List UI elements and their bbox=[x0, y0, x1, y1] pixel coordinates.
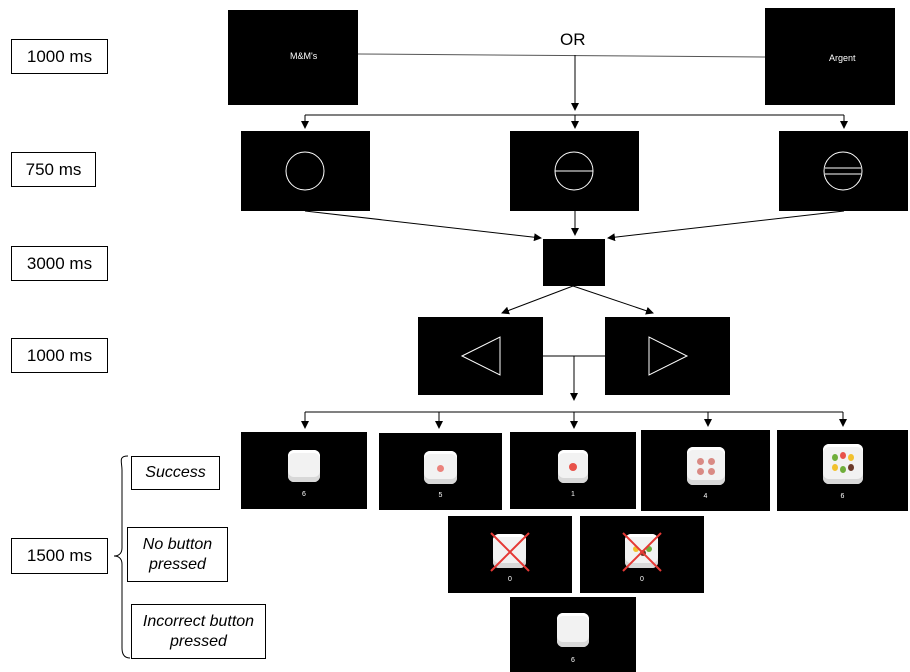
empty-bowl-icon bbox=[288, 450, 320, 482]
outcome-label-success: Success bbox=[131, 456, 220, 490]
shape-panel-circle-two-lines bbox=[779, 131, 908, 211]
reward-count: 6 bbox=[302, 491, 306, 498]
reward-panel-no-button-2: 0 bbox=[580, 516, 704, 593]
reward-count: 0 bbox=[508, 576, 512, 583]
shape-panel-circle bbox=[241, 131, 370, 211]
response-panel-right bbox=[605, 317, 730, 395]
reward-panel-success-3: 1 bbox=[510, 432, 636, 509]
empty-bowl-icon bbox=[557, 613, 589, 647]
reward-panel-success-4: 4 bbox=[641, 430, 770, 511]
outcome-label-no-button: No button pressed bbox=[127, 527, 228, 582]
time-label-cue: 1000 ms bbox=[11, 39, 108, 74]
or-label: OR bbox=[560, 30, 586, 49]
reward-count: 1 bbox=[571, 491, 575, 498]
shape-panel-circle-one-line bbox=[510, 131, 639, 211]
circle-one-line-icon bbox=[554, 151, 594, 191]
bowl-six-candies-icon bbox=[823, 444, 863, 484]
response-panel-left bbox=[418, 317, 543, 395]
bowl-one-candy-icon bbox=[558, 450, 588, 483]
cross-icon bbox=[490, 532, 530, 572]
reward-panel-success-5: 6 bbox=[777, 430, 908, 511]
reward-panel-no-button-1: 0 bbox=[448, 516, 572, 593]
delay-panel bbox=[543, 239, 605, 286]
reward-panel-incorrect: 6 bbox=[510, 597, 636, 672]
reward-panel-success-1: 6 bbox=[241, 432, 367, 509]
left-triangle-icon bbox=[460, 336, 501, 376]
bowl-four-candies-icon bbox=[687, 447, 725, 485]
cue-text-argent: Argent bbox=[829, 53, 856, 63]
reward-count: 6 bbox=[840, 493, 845, 500]
time-label-outcome: 1500 ms bbox=[11, 538, 108, 574]
reward-panel-success-2: 5 bbox=[379, 433, 502, 510]
reward-count: 5 bbox=[438, 492, 443, 499]
time-label-delay: 3000 ms bbox=[11, 246, 108, 281]
time-label-shape: 750 ms bbox=[11, 152, 96, 187]
reward-count: 6 bbox=[571, 657, 575, 664]
cue-panel-mms: M&M's bbox=[228, 10, 358, 105]
circle-two-lines-icon bbox=[823, 151, 863, 191]
reward-count: 4 bbox=[703, 493, 708, 500]
reward-count: 0 bbox=[640, 576, 644, 583]
circle-shape-icon bbox=[285, 151, 325, 191]
cross-icon bbox=[622, 532, 662, 572]
cue-panel-argent: Argent bbox=[765, 8, 895, 105]
right-triangle-icon bbox=[648, 336, 689, 376]
outcome-label-incorrect: Incorrect button pressed bbox=[131, 604, 266, 659]
bowl-one-candy-icon bbox=[424, 451, 457, 484]
time-label-response: 1000 ms bbox=[11, 338, 108, 373]
cue-text-mms: M&M's bbox=[290, 51, 318, 61]
